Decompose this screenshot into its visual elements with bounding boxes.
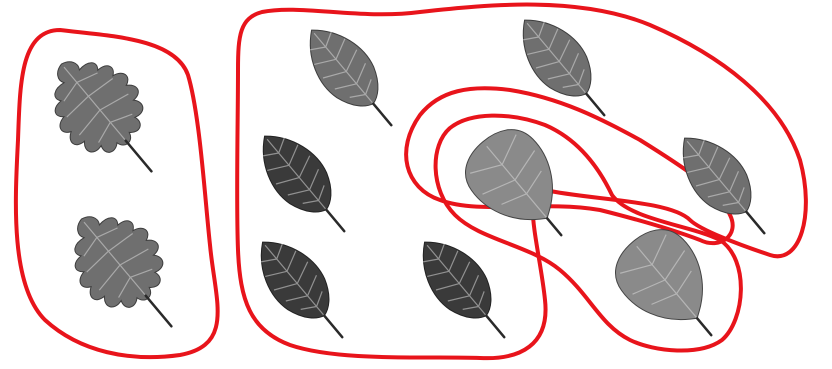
- leaf-grouping-diagram: [0, 0, 832, 369]
